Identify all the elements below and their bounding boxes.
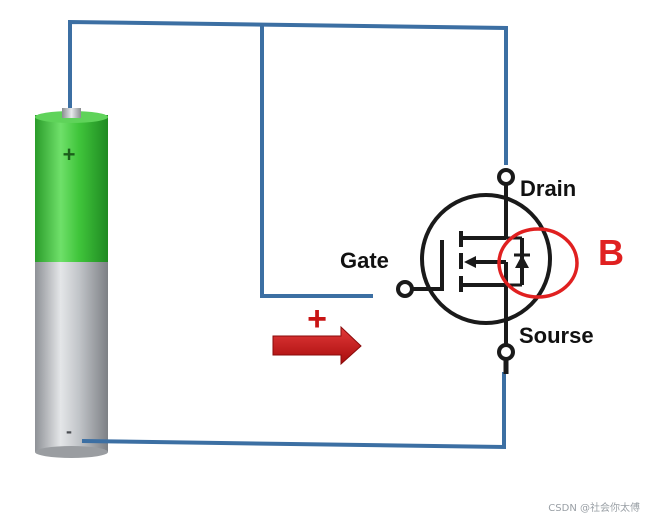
highlight-label: B bbox=[598, 232, 624, 273]
watermark: CSDN @社会你太傅 bbox=[548, 501, 640, 514]
drain-terminal bbox=[497, 168, 515, 186]
gate-voltage-sign: + bbox=[307, 300, 327, 338]
battery-icon: + - bbox=[35, 108, 108, 458]
arrow-shape bbox=[272, 325, 362, 366]
drain-label: Drain bbox=[520, 176, 576, 201]
wire-battery-to-drain bbox=[68, 19, 508, 165]
diode-triangle-icon bbox=[515, 255, 529, 268]
battery-positive-sign: + bbox=[63, 142, 76, 167]
source-terminal bbox=[497, 343, 515, 361]
battery-bottom-rim bbox=[35, 446, 108, 458]
gate-label: Gate bbox=[340, 248, 389, 273]
wires bbox=[68, 19, 508, 450]
battery-negative-sign: - bbox=[66, 421, 72, 441]
body-arrow-icon bbox=[464, 256, 476, 268]
mosfet-symbol-icon bbox=[396, 168, 552, 374]
wire-source-to-battery bbox=[81, 372, 506, 450]
highlight-circle bbox=[497, 227, 579, 299]
battery-terminal-cap bbox=[62, 108, 81, 118]
source-label: Sourse bbox=[519, 323, 594, 348]
arrow-right-icon bbox=[272, 325, 362, 366]
battery-green-body bbox=[35, 115, 108, 265]
gate-lead bbox=[412, 240, 444, 291]
battery-silver-body bbox=[35, 262, 108, 452]
wire-gate-drive bbox=[260, 25, 373, 298]
mosfet-body-circle bbox=[420, 193, 552, 325]
gate-terminal bbox=[396, 280, 414, 298]
